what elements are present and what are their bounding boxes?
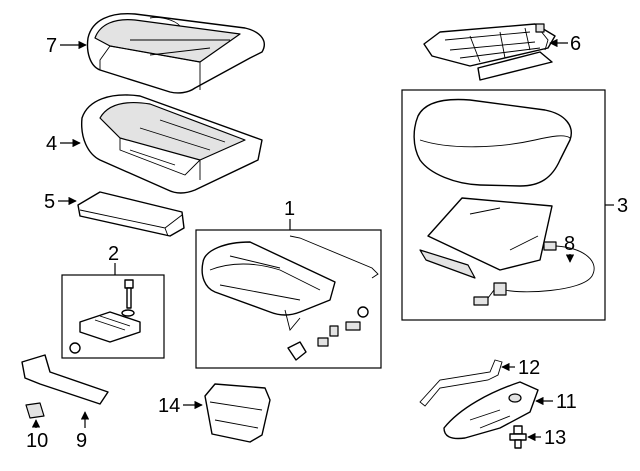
part-14-switch-bezel [204, 383, 271, 443]
callout-5: 5 [44, 191, 55, 213]
part-1-fasteners [287, 306, 369, 361]
callout-12: 12 [518, 357, 540, 379]
callout-9: 9 [76, 430, 87, 452]
part-2-bolt-and-bracket [69, 279, 141, 354]
part-3-seat-heater-pad [413, 98, 572, 187]
callout-7: 7 [46, 35, 57, 57]
part-1-cushion-assembly [201, 235, 379, 331]
part-12-wire-bracket [419, 359, 503, 407]
callout-14: 14 [158, 395, 180, 417]
part-6-wire-frame [423, 23, 556, 81]
part-2-kit-box [61, 274, 165, 359]
part-1-kit-box [195, 229, 382, 369]
callout-4: 4 [46, 133, 57, 155]
callout-11: 11 [556, 391, 577, 413]
part-9-front-trim [21, 354, 109, 405]
part-8-wiring-harness [473, 241, 595, 306]
part-13-push-pin [509, 425, 527, 449]
callout-13: 13 [544, 427, 566, 449]
callout-1: 1 [284, 198, 295, 220]
part-3-heating-sheet [419, 197, 553, 279]
part-7-cushion-cover [86, 13, 265, 94]
callout-8: 8 [564, 233, 575, 255]
part-11-side-shield [443, 381, 539, 440]
part-5-front-pad [77, 191, 185, 237]
callout-6: 6 [570, 33, 581, 55]
callout-10: 10 [26, 430, 48, 452]
callout-2: 2 [108, 243, 119, 265]
part-10-clip [25, 402, 45, 419]
callout-3: 3 [617, 195, 628, 217]
part-4-cushion-pad [81, 94, 263, 194]
